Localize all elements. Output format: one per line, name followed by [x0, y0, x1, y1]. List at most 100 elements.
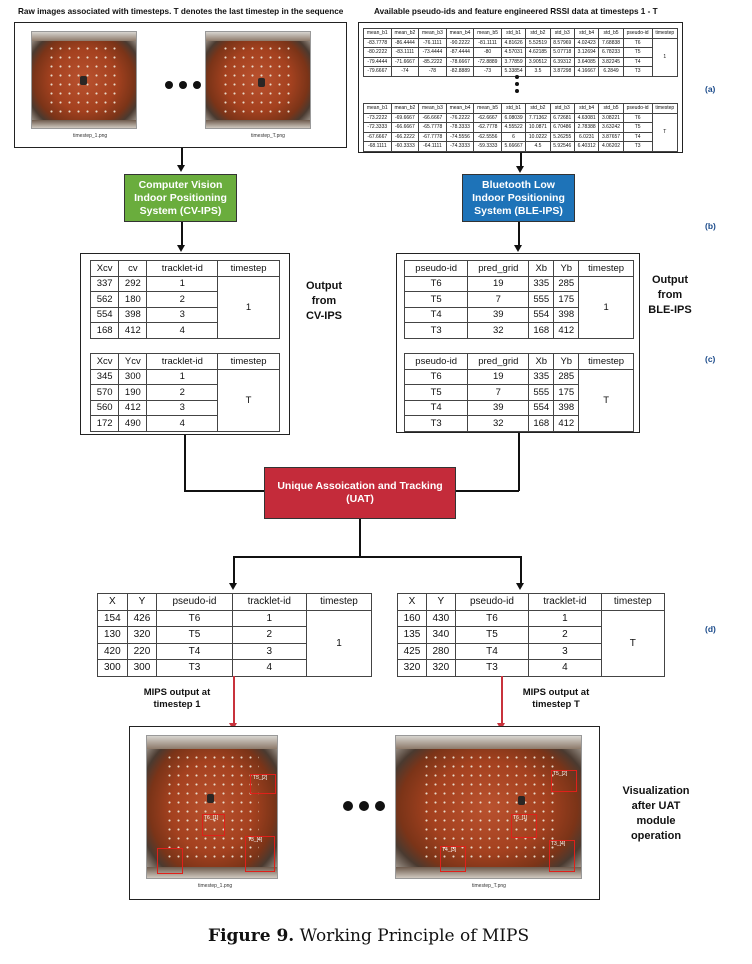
table-cell: 562: [89, 291, 120, 308]
table-header-cell: std_b3: [549, 28, 575, 39]
table-header-cell: timestep: [305, 593, 373, 611]
table-cell: 5.92546: [549, 141, 575, 152]
table-header-cell: tracklet-id: [146, 260, 219, 277]
table-cell: -73.4444: [418, 47, 447, 58]
table-cell: 32: [467, 322, 530, 339]
table-cell: 337: [89, 275, 120, 292]
uat-box: Unique Assoication and Tracking(UAT): [264, 467, 456, 519]
table-header-cell: mean_b1: [363, 28, 392, 39]
table-row: -79.4444-71.6667-85.2222-78.6667-72.8889…: [363, 56, 678, 67]
table-cell: 555: [528, 291, 555, 308]
timestep-cell: 1: [651, 37, 679, 77]
table-cell: 6.70486: [549, 122, 575, 133]
table-row: -72.3333-66.6667-65.7778-78.3333-62.7778…: [363, 122, 678, 133]
table-cell: 2: [528, 626, 602, 644]
table-header-cell: mean_b2: [390, 103, 420, 114]
table-cell: -60.3333: [390, 141, 420, 152]
table-header-cell: std_b2: [525, 28, 551, 39]
table-cell: 320: [126, 626, 158, 644]
table-cell: 412: [118, 322, 148, 339]
table-cell: 3: [231, 642, 307, 660]
table-cell: T4: [403, 306, 469, 323]
timestep-1-image: [31, 31, 137, 129]
figure-caption: Figure 9. Working Principle of MIPS: [208, 926, 530, 946]
timestep-cell: T: [217, 368, 280, 432]
timestep-1-filename: timestep_1.png: [73, 133, 108, 139]
table-cell: 4.63081: [573, 112, 600, 123]
table-cell: 6.40312: [573, 141, 600, 152]
table-cell: 3.64085: [573, 56, 600, 67]
table-header-cell: pseudo-id: [403, 353, 469, 370]
table-header-cell: mean_b5: [473, 103, 502, 114]
table-cell: 6.78233: [598, 47, 624, 58]
table-cell: 39: [467, 306, 530, 323]
table-cell: 420: [97, 642, 128, 660]
table-cell: 335: [528, 275, 555, 292]
table-cell: 6.72681: [549, 112, 575, 123]
table-header-cell: cv: [118, 260, 148, 277]
table-header-cell: timestep: [217, 260, 280, 277]
viz-timestep-T-filename: timestep_T.png: [472, 883, 506, 889]
table-header-cell: std_b1: [500, 103, 527, 114]
visualization-panel: T5_[2] T6_[1] T3_[4] timestep_1.png T5_[…: [129, 726, 600, 900]
table-cell: 220: [126, 642, 158, 660]
table-cell: 430: [425, 609, 456, 627]
table-cell: T4: [156, 642, 233, 660]
table-header-cell: timestep: [600, 593, 666, 611]
table-cell: 3.77859: [500, 56, 527, 67]
table-cell: 555: [528, 384, 555, 401]
table-header-cell: Y: [126, 593, 158, 611]
table-cell: 175: [553, 384, 580, 401]
table-cell: -59.3333: [473, 141, 502, 152]
table-cell: -80.2222: [363, 47, 392, 58]
table-row: -68.1111-60.3333-64.1111-74.3333-59.3333…: [363, 141, 678, 152]
table-cell: 10.0222: [525, 131, 551, 142]
table-cell: 426: [126, 609, 158, 627]
table-cell: 4: [528, 659, 602, 677]
table-cell: 4.55522: [500, 122, 527, 133]
table-cell: 4.57031: [500, 47, 527, 58]
table-cell: 160: [397, 609, 427, 627]
table-cell: -68.1111: [363, 141, 392, 152]
table-cell: 6.39312: [549, 56, 575, 67]
table-header-cell: Xb: [528, 353, 555, 370]
table-cell: -72.3333: [363, 122, 392, 133]
table-cell: 3.82245: [598, 56, 624, 67]
table-cell: 1: [231, 609, 307, 627]
table-row: -73.2222-69.6667-66.6667-76.2222-62.6667…: [363, 112, 679, 152]
table-cell: 168: [89, 322, 120, 339]
table-header-cell: mean_b3: [418, 103, 447, 114]
table-header-cell: timestep: [578, 353, 634, 370]
table-cell: -87.4444: [445, 47, 475, 58]
timestep-T-image: [205, 31, 311, 129]
table-cell: 3: [146, 306, 219, 323]
table-header-cell: X: [397, 593, 427, 611]
table-cell: -85.2222: [418, 56, 447, 67]
table-cell: -67.7778: [418, 131, 447, 142]
ellipsis-icon: [165, 81, 201, 89]
table-cell: 154: [97, 609, 128, 627]
table-cell: T3: [622, 66, 653, 77]
table-cell: 5.07718: [549, 47, 575, 58]
table-cell: 130: [97, 626, 128, 644]
table-header-cell: pseudo-id: [454, 593, 530, 611]
table-cell: 5.26255: [549, 131, 575, 142]
table-header-cell: std_b3: [549, 103, 575, 114]
label-b: (b): [705, 221, 716, 231]
table-header-cell: tracklet-id: [146, 353, 219, 370]
table-cell: 4: [231, 659, 307, 677]
